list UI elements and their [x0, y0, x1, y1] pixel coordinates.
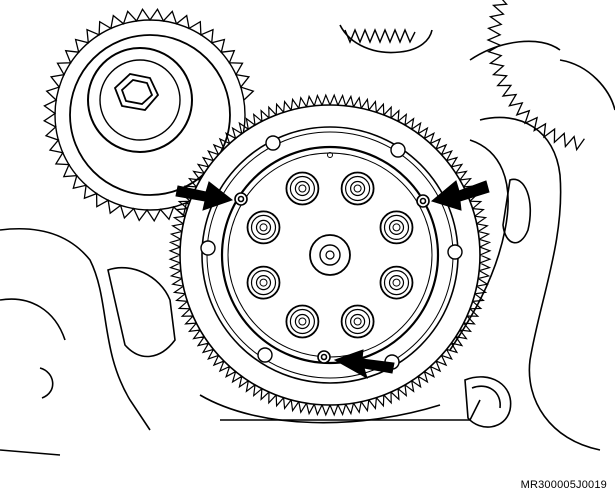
bolt-hole-icon — [340, 304, 375, 339]
bolt-hole-icon — [379, 265, 414, 300]
hex-bolt-icon — [113, 73, 160, 111]
bolt-hole-icon — [246, 265, 281, 300]
bolt-holes — [246, 171, 414, 339]
drive-plate — [220, 145, 440, 365]
dowel-pins — [234, 192, 430, 364]
bolt-hole-icon — [379, 210, 414, 245]
figure-reference-code: MR300005J0019 — [520, 479, 607, 491]
right-gear-teeth — [486, 0, 585, 152]
arrow-bottom-icon — [333, 349, 395, 380]
bolt-hole-icon — [285, 171, 320, 206]
bolt-hole-icon — [340, 171, 375, 206]
arrow-right-icon — [430, 180, 490, 211]
upper-gear-teeth — [344, 28, 416, 44]
engine-casing — [0, 24, 615, 456]
idler-gear — [42, 8, 255, 223]
pointer-arrows — [175, 180, 490, 380]
arrow-left-icon — [175, 181, 234, 211]
bolt-hole-icon — [285, 304, 320, 339]
bolt-hole-icon — [246, 210, 281, 245]
